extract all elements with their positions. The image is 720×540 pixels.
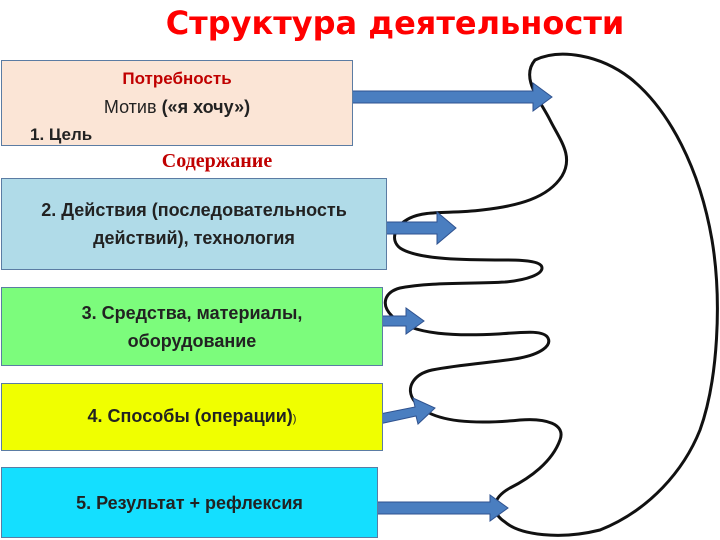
box-actions: 2. Действия (последовательность действий… (1, 178, 387, 270)
content-label: Содержание (161, 150, 273, 172)
box-result: 5. Результат + рефлексия (1, 467, 378, 538)
result-text: 5. Результат + рефлексия (76, 492, 303, 513)
means-line-1: 3. Средства, материалы, (81, 302, 303, 323)
actions-line-1: 2. Действия (последовательность (41, 200, 347, 220)
motive-label: Мотив («я хочу») (104, 93, 250, 121)
box-means: 3. Средства, материалы, оборудование (1, 287, 383, 366)
arrow-right-icon (359, 494, 509, 522)
hand-outline-icon (383, 52, 719, 537)
box-methods: 4. Способы (операции)) (1, 383, 383, 451)
motive-quote: («я хочу») (161, 97, 251, 117)
means-line-2: оборудование (127, 330, 257, 351)
methods-line: 4. Способы (операции)) (88, 402, 297, 433)
motive-prefix: Мотив (103, 97, 162, 117)
arrow-right-icon (342, 82, 553, 112)
methods-paren: ) (292, 412, 297, 425)
box-need-motive-goal: Потребность Мотив («я хочу») 1. Цель (1, 60, 353, 146)
actions-line-2: действий), технология (93, 228, 295, 248)
arrow-1 (342, 82, 553, 112)
methods-text: 4. Способы (операции) (87, 405, 293, 426)
need-label: Потребность (122, 69, 232, 88)
arrow-5 (359, 494, 509, 522)
page-title: Структура деятельности (165, 4, 625, 42)
goal-label: 1. Цель (30, 125, 93, 144)
